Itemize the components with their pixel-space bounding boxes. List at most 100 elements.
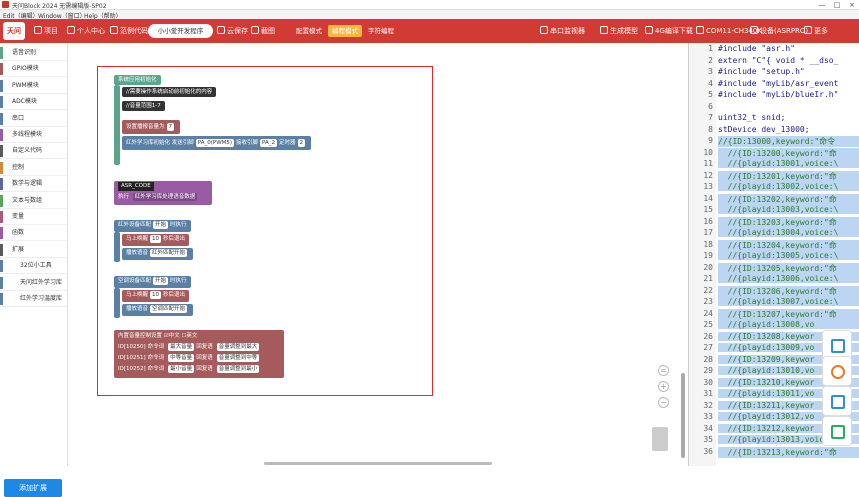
recv-pin-dropdown[interactable]: PA_2 — [260, 139, 278, 147]
zoom-in-button[interactable]: + — [658, 381, 669, 392]
volume-row-cmd[interactable]: 最小音量 — [168, 365, 195, 373]
cloud-save-button[interactable]: 云保存 — [217, 25, 248, 37]
volume-row-reply[interactable]: 音量调整到中等 — [216, 354, 260, 362]
code-line[interactable]: //{ID:13204,keyword:"命 — [718, 239, 859, 251]
code-line[interactable]: #include "myLib/blueIr.h" — [718, 90, 839, 99]
sidebar-item[interactable]: 红外学习温度库 — [0, 291, 68, 307]
examples-button[interactable]: 范例代码 — [110, 25, 148, 37]
add-extension-button[interactable]: 添加扩展 — [4, 479, 62, 497]
sidebar-item[interactable]: 天问红外学习库 — [0, 275, 68, 291]
code-line[interactable]: //{playid:13013,voice: — [718, 435, 859, 444]
zoom-out-button[interactable]: − — [658, 397, 669, 408]
user-center-button[interactable]: 个人中心 — [67, 25, 105, 37]
code-line[interactable]: //{ID:13212,keywor — [718, 423, 859, 433]
ac-match-block[interactable]: 空调设备匹配开始时执行 — [114, 276, 191, 288]
volume-row[interactable]: ID[10250]命令词最大音量回复语音量调整到最大 — [118, 342, 280, 353]
menu-window[interactable]: Window（窗口） — [38, 13, 86, 20]
tab-block-mode[interactable]: 编程模式 — [328, 25, 362, 37]
sidebar-item[interactable]: 文本与数组 — [0, 193, 68, 209]
sidebar-item[interactable]: GPIO模块 — [0, 61, 68, 78]
english-checkbox[interactable]: ☐ — [181, 333, 187, 339]
code-line[interactable]: //{ID:13200,keyword:"命 — [718, 147, 859, 159]
code-line[interactable]: //{ID:13206,keyword:"命 — [718, 285, 859, 297]
init-comment-block[interactable]: //需要操作系统启动前初始化的内容 — [122, 87, 217, 97]
sidebar-item[interactable]: 串口 — [0, 111, 68, 127]
init-block-title[interactable]: 系统应用初始化 — [114, 75, 161, 85]
asr-code-block[interactable]: ASR_CODE 执行 红外学习库处理语音数据 — [114, 181, 212, 205]
code-line[interactable]: //{ID:13213,keyword:"命 — [718, 446, 859, 458]
sidebar-item[interactable]: 函数 — [0, 225, 68, 242]
code-line[interactable]: //{playid:13011,vo — [718, 389, 859, 398]
volume-row-reply[interactable]: 音量调整到最大 — [216, 343, 260, 351]
volume-row[interactable]: ID[10251]命令词中等音量回复语音量调整到中等 — [118, 353, 280, 364]
tab-config-mode[interactable]: 配置模式 — [296, 27, 322, 35]
sidebar-item[interactable]: 自定义代码 — [0, 143, 68, 160]
sidebar-item[interactable]: 语音识别 — [0, 45, 68, 61]
send-pin-dropdown[interactable]: PA_0(PWM5) — [195, 139, 235, 147]
tv-play-block[interactable]: 播放语音红外匹配开始 — [122, 248, 194, 260]
compile-download-button[interactable]: 4G编译下载 — [645, 25, 693, 37]
code-line[interactable]: //{playid:13001,voice:\ — [718, 159, 859, 168]
sidebar-item[interactable]: PWM模块 — [0, 78, 68, 94]
code-line[interactable]: //{ID:13211,keywor — [718, 400, 859, 410]
code-line[interactable]: //{playid:13003,voice:\ — [718, 205, 859, 214]
volume-row[interactable]: ID[10252]命令词最小音量回复语音量调整到最小 — [118, 364, 280, 375]
volume-control-block[interactable]: 内置音量控制设置 ☑中文 ☐英文 ID[10250]命令词最大音量回复语音量调整… — [114, 330, 284, 378]
trash-icon[interactable] — [652, 427, 668, 451]
code-line[interactable]: //{ID:13000,keyword:"命令 — [718, 136, 859, 147]
volume-row-reply[interactable]: 音量调整到最小 — [216, 365, 260, 373]
code-line[interactable]: //{playid:13005,voice:\ — [718, 251, 859, 260]
qr-tool-button[interactable] — [822, 416, 852, 446]
menu-help[interactable]: Help（帮助） — [84, 13, 122, 20]
chart-tool-button[interactable] — [822, 330, 852, 360]
zoom-reset-button[interactable]: = — [658, 365, 669, 376]
sidebar-item[interactable]: 控制 — [0, 160, 68, 176]
project-button[interactable]: 项目 — [34, 25, 58, 37]
tab-text-mode[interactable]: 字符编程 — [368, 27, 394, 35]
code-line[interactable]: //{playid:13004,voice:\ — [718, 228, 859, 237]
code-line[interactable]: //{ID:13210,keywor — [718, 377, 859, 387]
generate-model-button[interactable]: 生成模型 — [600, 25, 638, 37]
workspace-hscrollbar[interactable] — [264, 462, 492, 465]
tv-match-block[interactable]: 红外设备匹配开始时执行 — [114, 220, 191, 232]
code-line[interactable]: //{playid:13009,vo — [718, 343, 859, 352]
code-line[interactable]: //{ID:13207,keyword:"命 — [718, 308, 859, 320]
code-line[interactable]: //{playid:13008,vo — [718, 320, 859, 329]
code-line[interactable]: //{playid:13010,vo — [718, 366, 859, 375]
sidebar-item[interactable]: 32位小工具 — [0, 258, 68, 275]
code-line[interactable]: //{ID:13209,keywor — [718, 354, 859, 364]
code-line[interactable]: //{playid:13006,voice:\ — [718, 274, 859, 283]
timer-dropdown[interactable]: 2 — [297, 139, 306, 147]
mode-button[interactable]: 小小爱开发程序 — [148, 24, 213, 38]
volume-dropdown[interactable]: 7 — [166, 123, 175, 131]
screenshot-button[interactable]: 截图 — [251, 25, 275, 37]
minimize-button[interactable]: — — [818, 1, 826, 9]
volume-row-cmd[interactable]: 中等音量 — [168, 354, 195, 362]
code-line[interactable]: #include "myLib/asr_event — [718, 78, 839, 88]
more-button[interactable]: 更多 — [804, 25, 828, 37]
menu-edit[interactable]: Edit（编辑） — [3, 13, 39, 20]
sidebar-item[interactable]: ADC模块 — [0, 94, 68, 111]
workspace-vscrollbar[interactable] — [681, 373, 685, 458]
code-line[interactable]: #include "asr.h" — [718, 44, 796, 53]
block-workspace[interactable]: 系统应用初始化 //需要操作系统启动前初始化的内容 //音量范围1-7 设置播报… — [68, 43, 688, 466]
close-button[interactable]: × — [849, 1, 855, 9]
volume-row-cmd[interactable]: 最大音量 — [168, 343, 195, 351]
chinese-checkbox[interactable]: ☑ — [163, 333, 169, 339]
sidebar-item[interactable]: 变量 — [0, 209, 68, 225]
maximize-button[interactable]: □ — [833, 1, 841, 9]
sidebar-item[interactable]: 多线程模块 — [0, 127, 68, 143]
code-line[interactable]: //{ID:13208,keywor — [718, 331, 859, 341]
serial-monitor-button[interactable]: 串口监视器 — [540, 25, 585, 37]
code-line[interactable]: //{ID:13205,keyword:"命 — [718, 262, 859, 274]
code-line[interactable]: extern "C"{ void * __dso_ — [718, 55, 839, 65]
code-line[interactable]: //{playid:13002,voice:\ — [718, 182, 859, 191]
code-line[interactable]: stDevice dev_13000; — [718, 124, 810, 134]
sidebar-item[interactable]: 数学与逻辑 — [0, 176, 68, 193]
share-tool-button[interactable] — [822, 356, 852, 386]
code-line[interactable]: uint32_t snid; — [718, 113, 786, 122]
code-line[interactable]: //{ID:13202,keyword:"命 — [718, 193, 859, 205]
volume-comment-block[interactable]: //音量范围1-7 — [122, 101, 165, 111]
